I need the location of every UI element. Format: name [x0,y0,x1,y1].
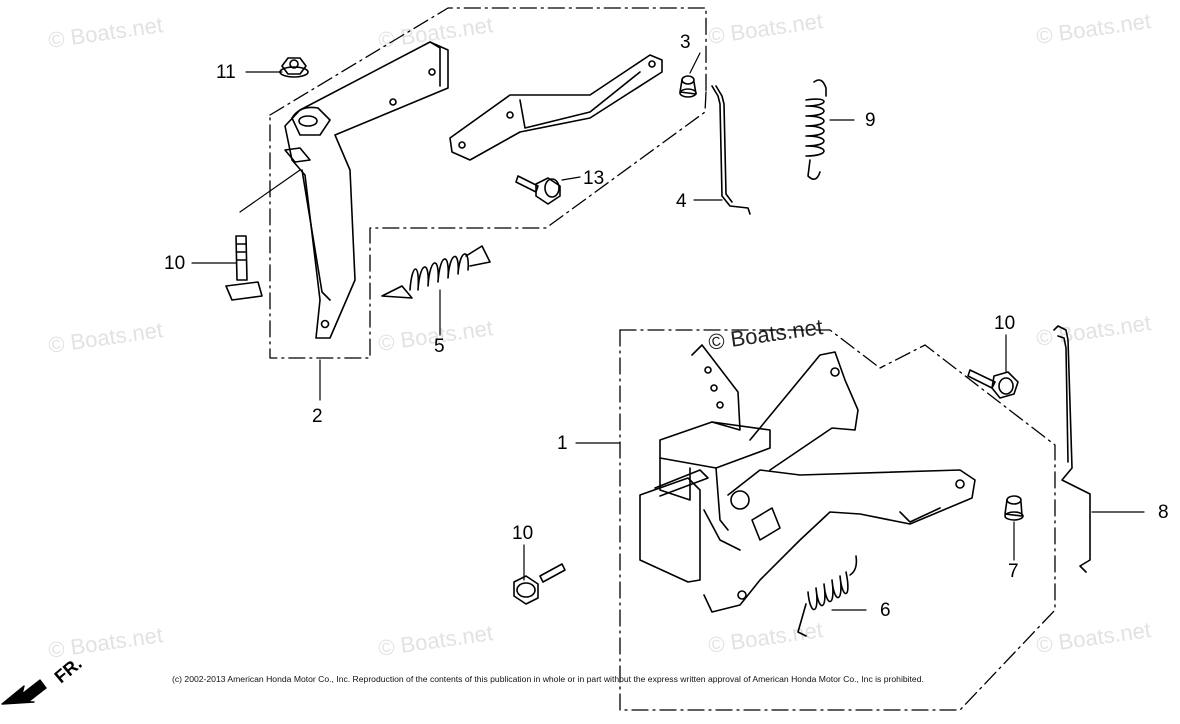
bolt-part-10-lower [513,563,566,605]
bolt-part-10-upper [967,369,1019,399]
callout-7: 7 [1008,561,1019,582]
grommet-part-7 [1004,495,1024,521]
spring-part-5 [381,245,491,299]
bolt-part-11 [225,169,301,301]
front-arrow [1,679,47,705]
spring-part-6 [797,555,858,637]
group-boundary-upper [269,7,707,359]
control-base-part-1 [639,344,976,613]
callout-10-lower: 10 [512,523,534,544]
lever-plate [449,54,663,161]
callout-2: 2 [312,406,323,427]
callout-13: 13 [583,168,605,189]
callout-4: 4 [676,191,687,212]
callout-10-upper: 10 [994,313,1016,334]
callout-12: 11 [216,62,236,83]
leader-lines [191,52,1145,611]
callout-8: 8 [1158,502,1169,523]
bracket-part-2 [284,41,449,339]
bolt-part-13 [515,175,561,205]
rod-part-4 [711,85,751,215]
nut-part-12 [279,57,309,78]
callout-1: 1 [557,433,568,454]
group-boundary-lower [619,329,1056,711]
rod-part-8 [1053,325,1091,573]
callout-11: 10 [164,253,186,274]
callout-9: 9 [865,110,876,131]
spring-part-9 [805,79,827,180]
callout-5: 5 [434,336,445,357]
copyright-notice: (c) 2002-2013 American Honda Motor Co., … [172,674,924,684]
callout-3: 3 [680,32,691,53]
callout-6: 6 [880,600,891,621]
grommet-part-3 [679,75,697,98]
